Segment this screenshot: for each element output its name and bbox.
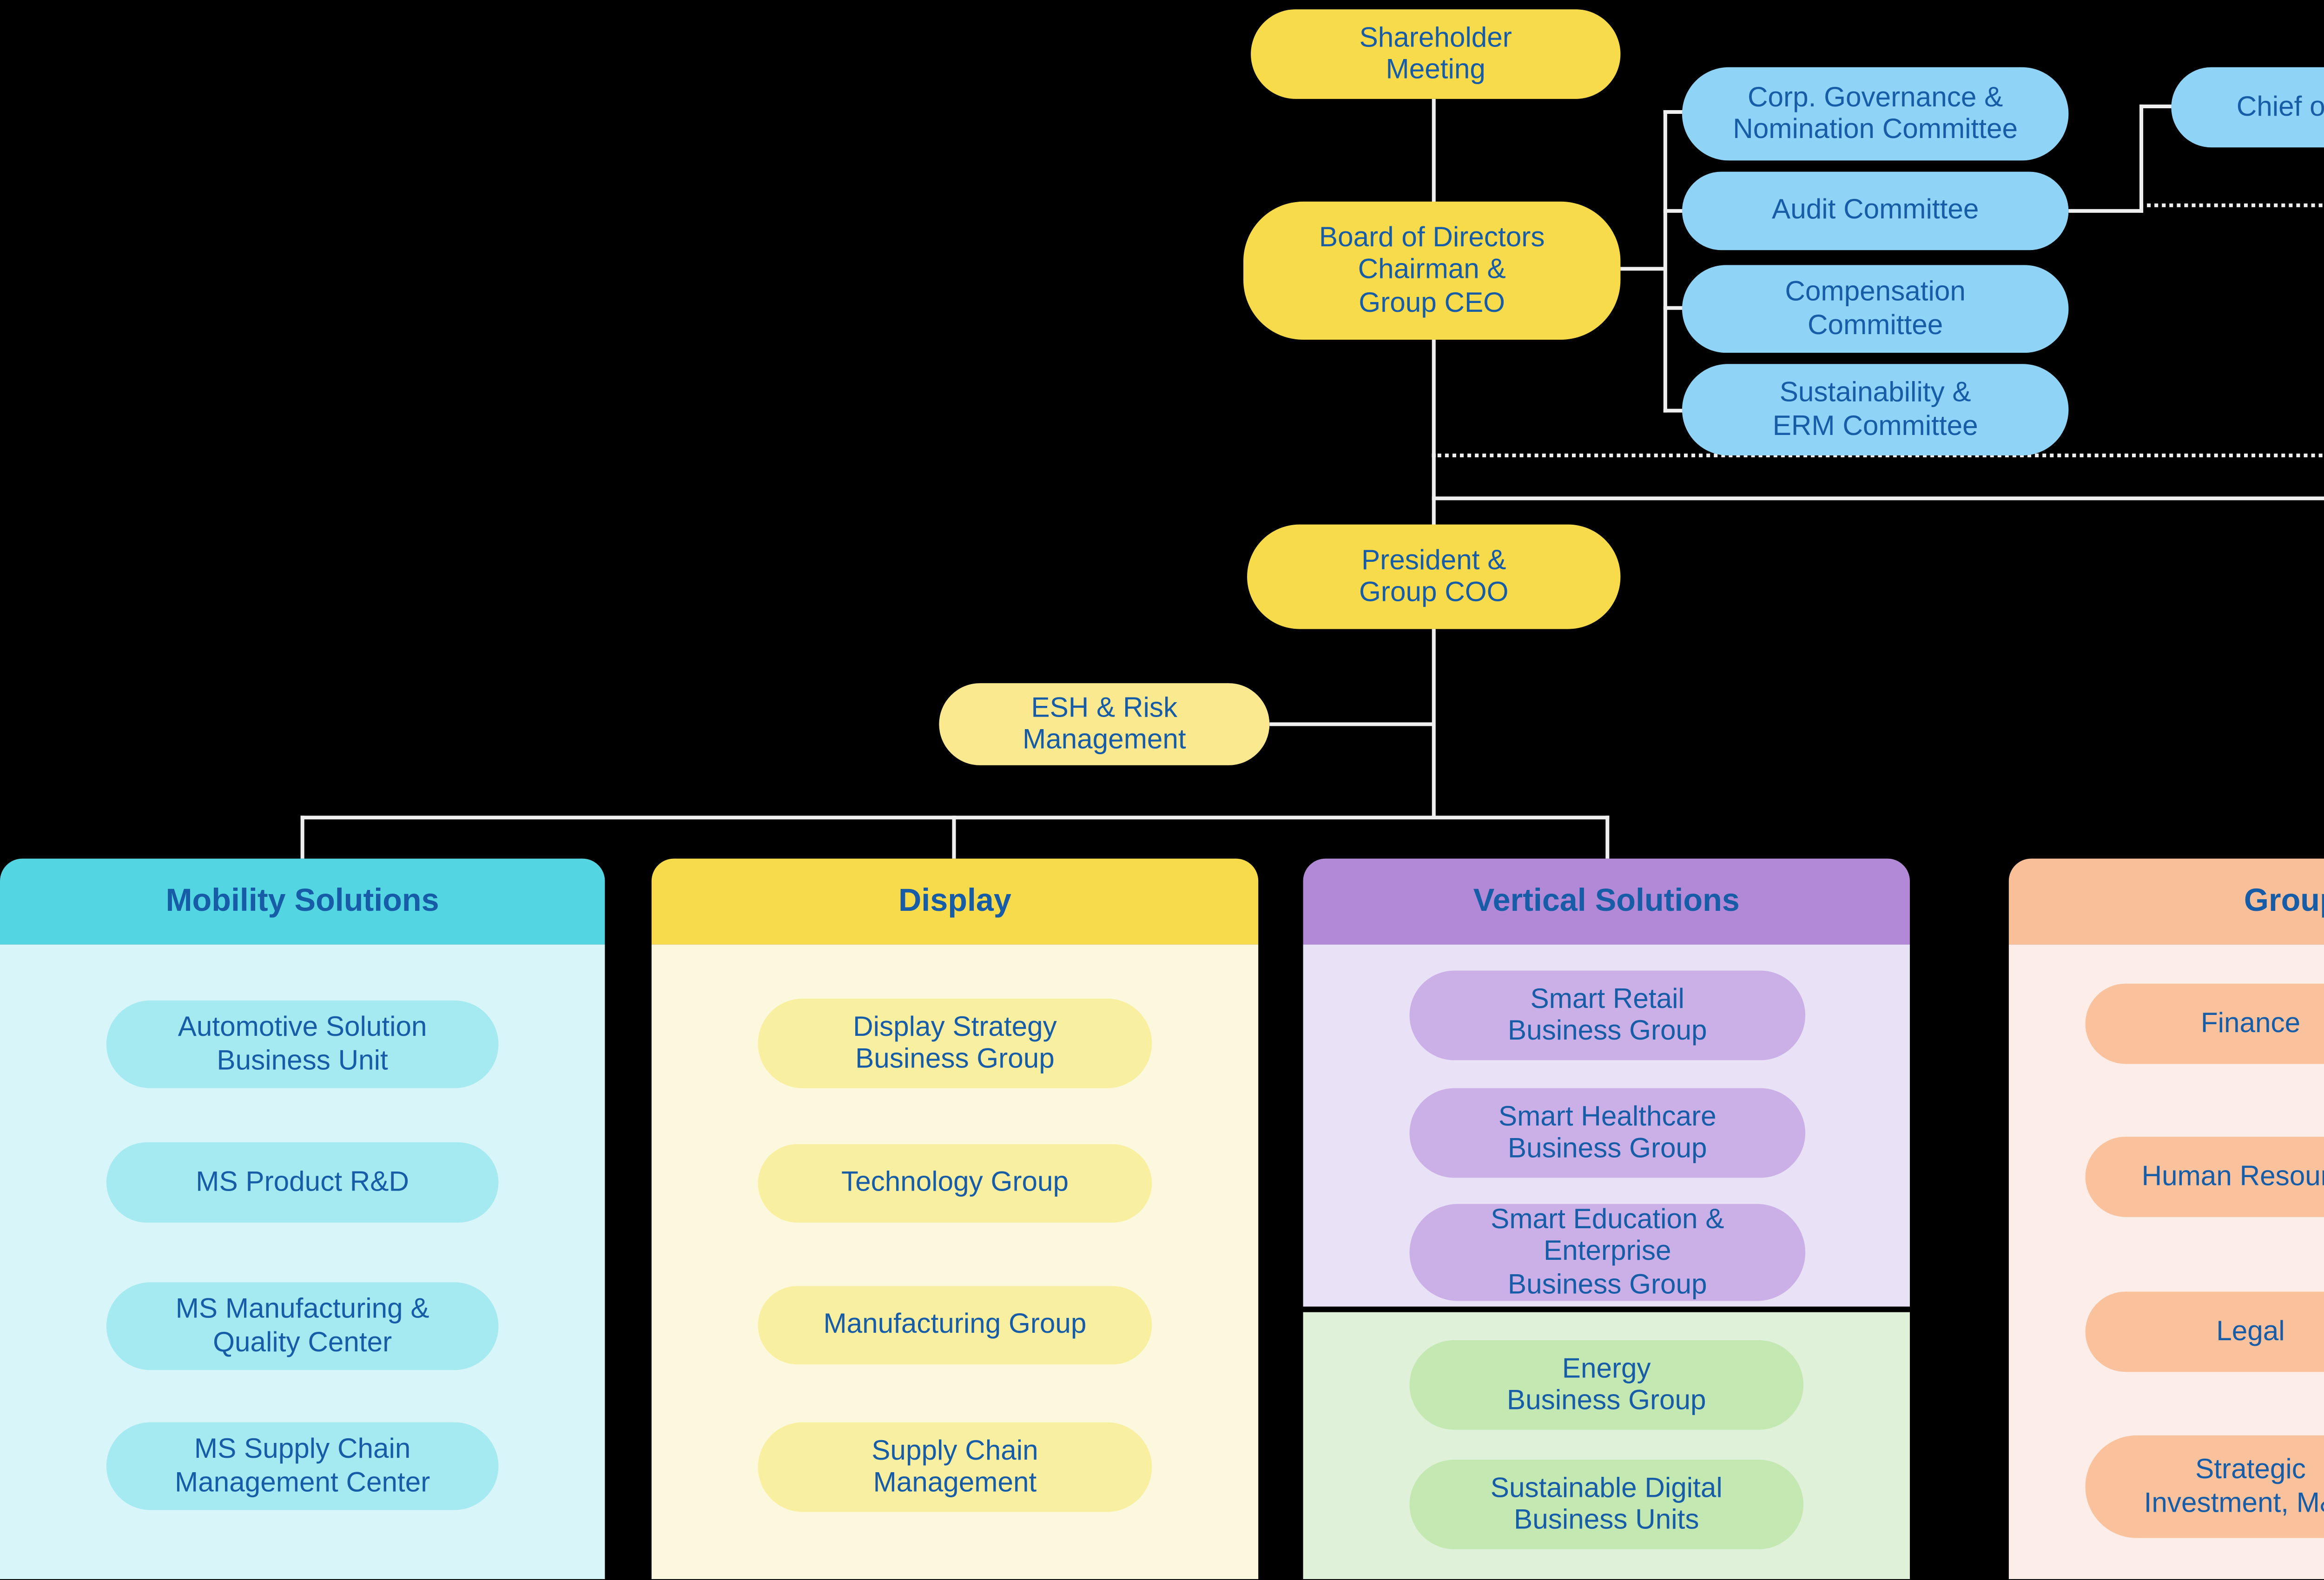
node-energy-business-group: Energy Business Group xyxy=(1409,1340,1804,1430)
connector-esh-stub xyxy=(1269,722,1434,726)
column-group-infrastructure: Group Infrastructure Unit Finance Digita… xyxy=(2008,858,2324,1580)
connector-board-bracket xyxy=(1620,267,1665,271)
node-strategic-investment-ma: Strategic Investment, M&A xyxy=(2085,1435,2324,1538)
node-committee-governance: Corp. Governance & Nomination Committee xyxy=(1682,67,2069,161)
node-shareholder-meeting: Shareholder Meeting xyxy=(1251,9,1621,99)
node-supply-chain-management: Supply Chain Management xyxy=(758,1422,1152,1512)
node-smart-healthcare-bg: Smart Healthcare Business Group xyxy=(1409,1088,1806,1178)
column-vertical-solutions: Vertical Solutions Smart Retail Business… xyxy=(1303,858,1910,1307)
node-ms-product-rd: MS Product R&D xyxy=(106,1142,499,1223)
node-smart-retail-bg: Smart Retail Business Group xyxy=(1409,970,1806,1060)
section-energy-sustainable: Energy Business Group Sustainable Digita… xyxy=(1303,1312,1910,1580)
dotted-audit-right-edge xyxy=(2139,203,2324,207)
dotted-board-compliance xyxy=(1432,454,2324,458)
node-president-group-coo: President & Group COO xyxy=(1247,524,1621,629)
column-mobility-header: Mobility Solutions xyxy=(0,858,605,945)
node-automotive-solution-bu: Automotive Solution Business Unit xyxy=(106,1000,499,1088)
node-finance: Finance xyxy=(2085,983,2324,1064)
node-committee-compensation: Compensation Committee xyxy=(1682,265,2069,353)
node-sustainable-digital-bu: Sustainable Digital Business Units xyxy=(1409,1459,1804,1549)
column-mobility-solutions: Mobility Solutions Automotive Solution B… xyxy=(0,858,605,1580)
connector-col-display xyxy=(952,816,956,859)
column-vertical-header: Vertical Solutions xyxy=(1303,858,1910,945)
node-technology-group: Technology Group xyxy=(758,1144,1152,1223)
column-display-header: Display xyxy=(651,858,1259,945)
node-human-resource: Human Resource xyxy=(2085,1137,2324,1217)
node-smart-education-enterprise-bg: Smart Education & Enterprise Business Gr… xyxy=(1409,1204,1806,1301)
node-manufacturing-group: Manufacturing Group xyxy=(758,1286,1152,1365)
connector-bracket-committee-2 xyxy=(1663,209,1686,213)
connector-audit-compliance-h2 xyxy=(2139,104,2173,108)
connector-col-vertical xyxy=(1605,816,1610,859)
connector-giu-branch-h xyxy=(1432,496,2324,500)
connector-board-president xyxy=(1432,338,1436,527)
committee-bracket-line xyxy=(1663,110,1667,413)
connector-bracket-committee-1 xyxy=(1663,110,1686,114)
connector-col-mobility xyxy=(300,816,304,859)
node-display-strategy-bg: Display Strategy Business Group xyxy=(758,998,1152,1088)
connector-audit-compliance-v xyxy=(2139,104,2144,213)
node-board-of-directors: Board of Directors Chairman & Group CEO xyxy=(1243,201,1621,340)
node-committee-audit: Audit Committee xyxy=(1682,171,2069,250)
column-display: Display Display Strategy Business Group … xyxy=(651,858,1259,1580)
connector-shareholder-board xyxy=(1432,99,1436,204)
node-esh-risk-management: ESH & Risk Management xyxy=(939,683,1270,765)
connector-bracket-committee-3 xyxy=(1663,306,1686,310)
node-legal: Legal xyxy=(2085,1291,2324,1372)
column-giu-header: Group Infrastructure Unit xyxy=(2008,858,2324,945)
connector-audit-compliance-h xyxy=(2068,209,2144,213)
node-chief-of-compliance: Chief of Compliance xyxy=(2171,67,2324,148)
connector-bracket-committee-4 xyxy=(1663,408,1686,413)
node-ms-manufacturing-quality: MS Manufacturing & Quality Center xyxy=(106,1282,499,1370)
node-ms-supply-chain: MS Supply Chain Management Center xyxy=(106,1422,499,1510)
node-committee-sustainability-erm: Sustainability & ERM Committee xyxy=(1682,364,2069,456)
